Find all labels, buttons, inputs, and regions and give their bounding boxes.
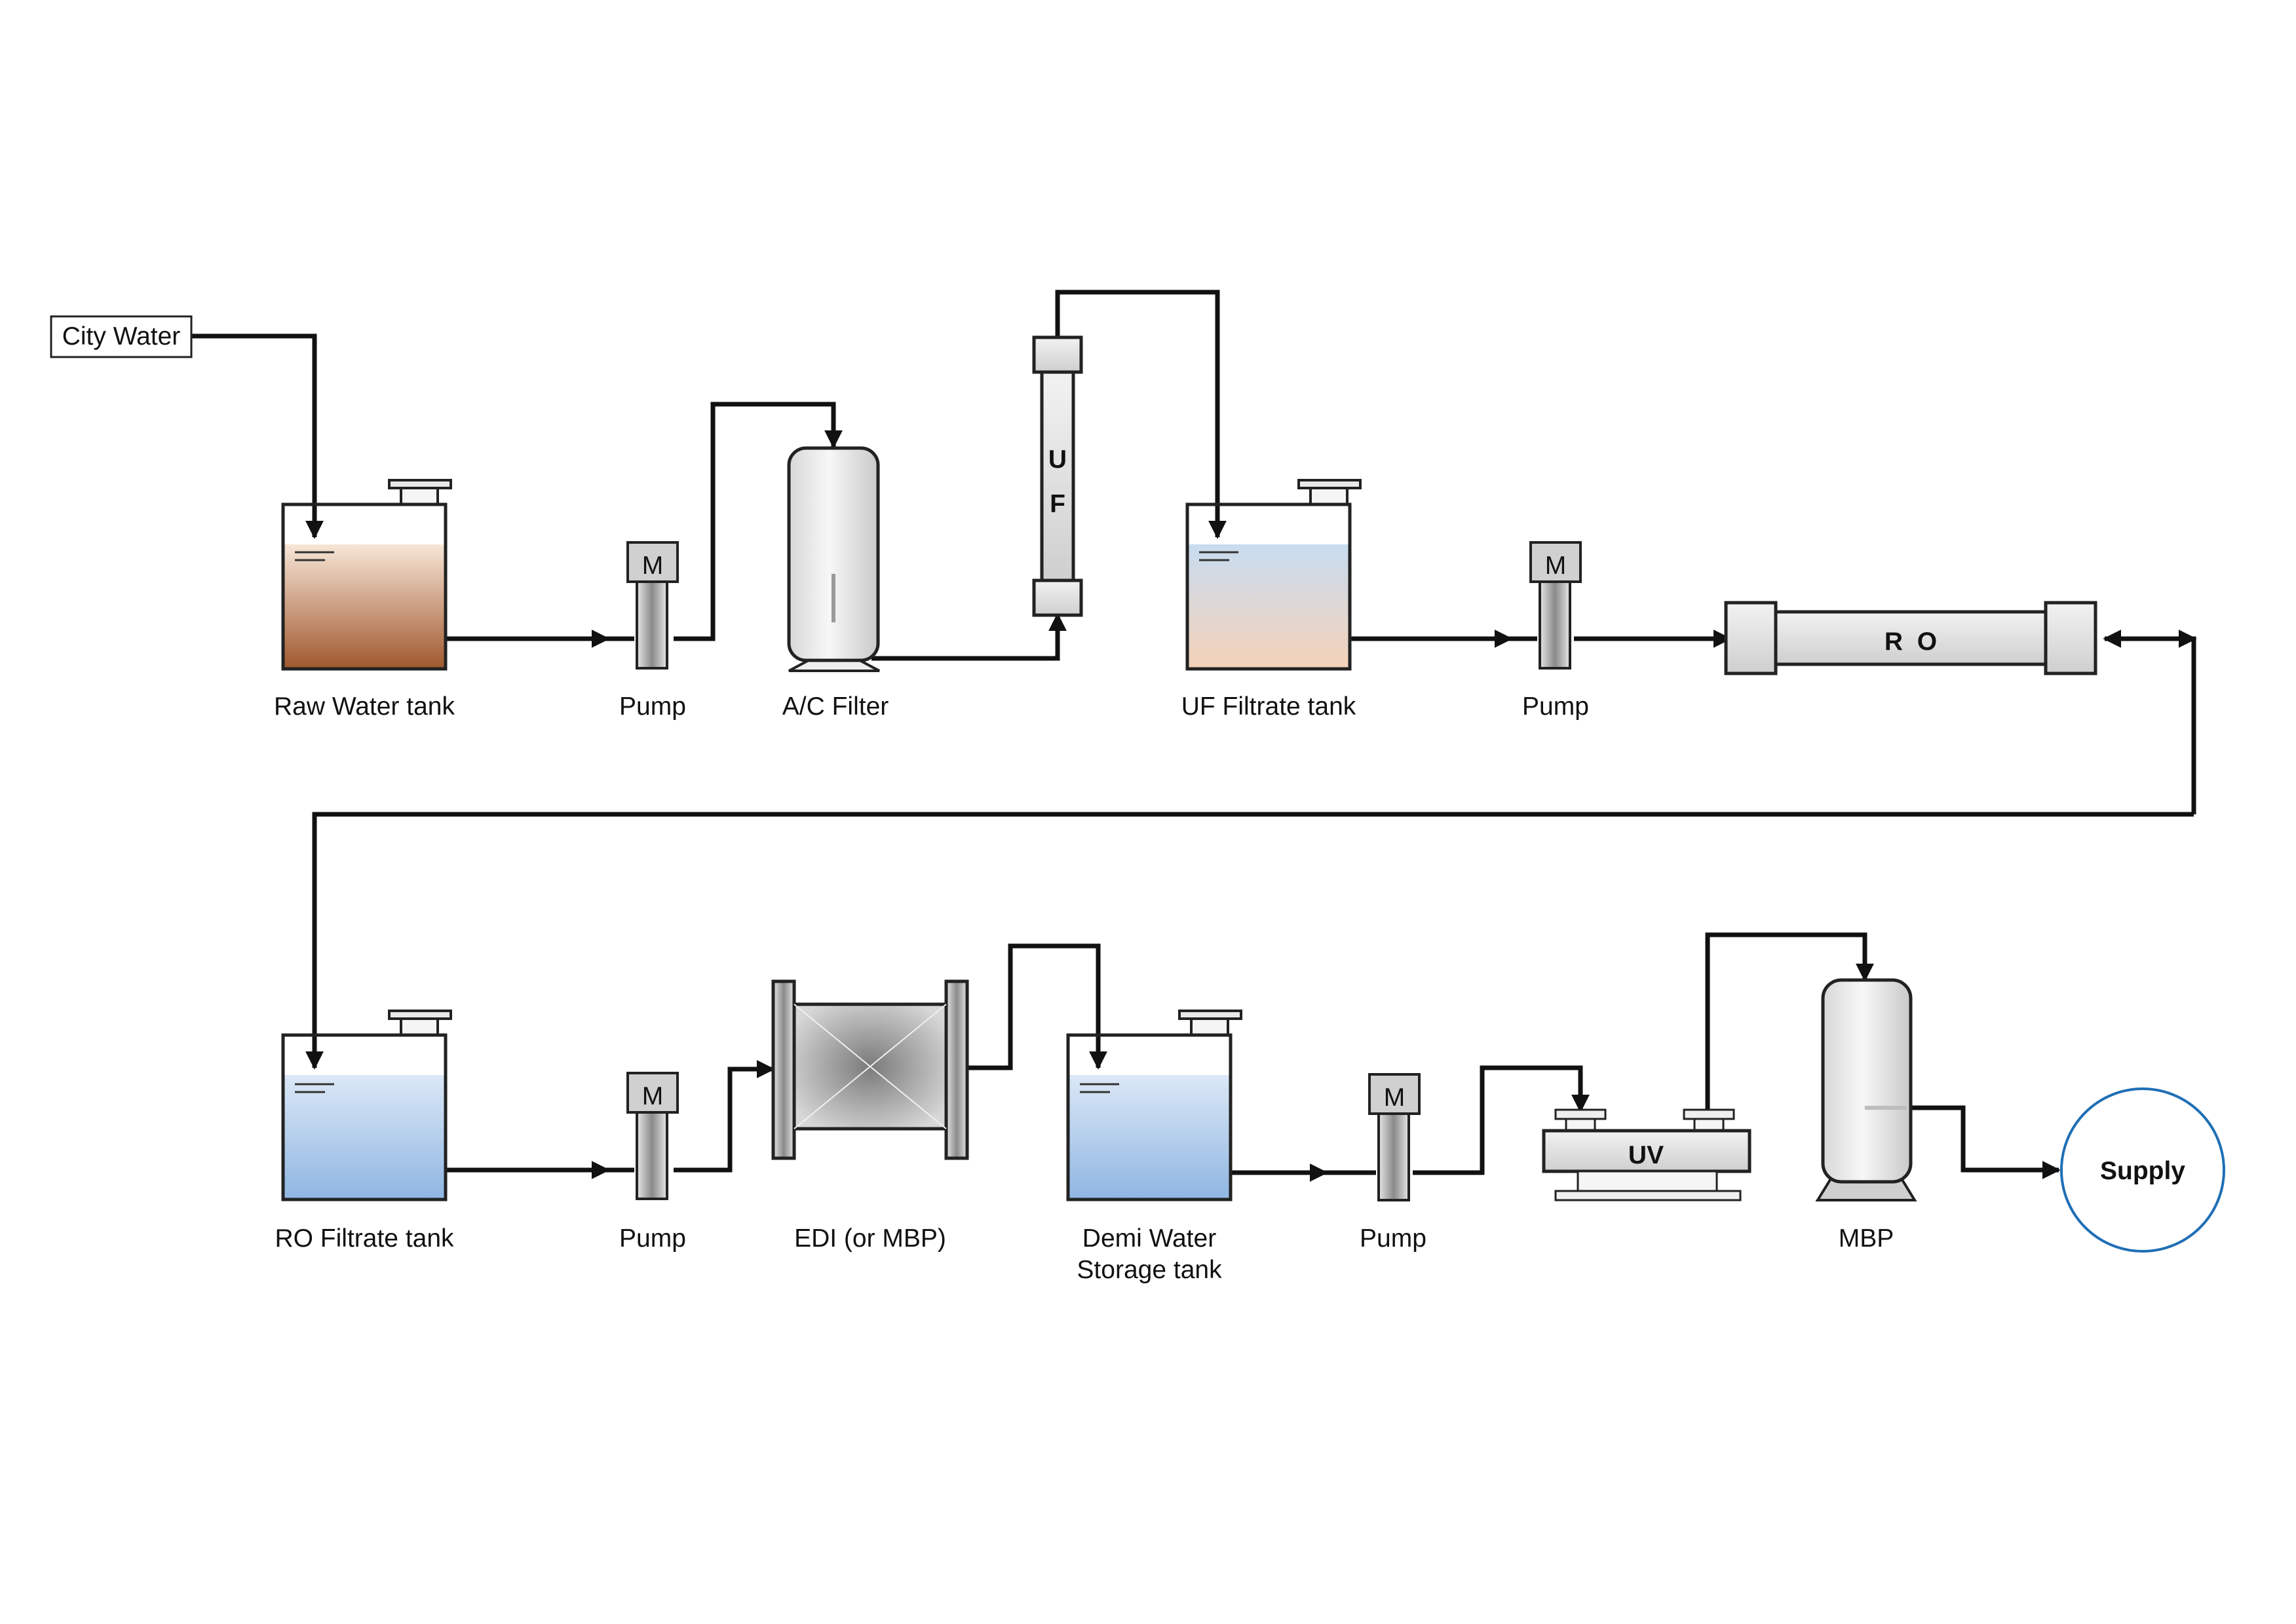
tank-body — [281, 1033, 448, 1201]
pump-3-label: Pump — [619, 1224, 686, 1253]
uf-filtrate-tank-label: UF Filtrate tank — [1181, 692, 1356, 721]
pipe-edi-to-demi-tank — [967, 943, 1107, 1070]
pipe-uv-to-mbp — [1705, 932, 1874, 1111]
ac-filter-label: A/C Filter — [782, 692, 889, 721]
uv-support — [1577, 1170, 1718, 1192]
edi-left-plate — [771, 979, 796, 1160]
ro-left-cap — [1724, 601, 1778, 675]
pipe-city-to-raw-tank — [191, 333, 324, 539]
motor-box — [1529, 541, 1582, 583]
pump-shaft — [1377, 1112, 1410, 1201]
pump-4: M Pump — [1360, 1073, 1426, 1253]
motor-letter: M — [1545, 552, 1567, 580]
uf-letter-u: U — [1048, 445, 1067, 474]
pump-shaft — [636, 580, 668, 670]
uf-tube — [1040, 370, 1075, 582]
demi-tank-label-line-2: Storage tank — [1077, 1256, 1222, 1284]
filter-vessel — [787, 446, 880, 662]
city-water-label: City Water — [62, 322, 181, 350]
ac-filter: A/C Filter — [782, 446, 889, 721]
motor-box — [1368, 1073, 1421, 1115]
motor-letter: M — [642, 1082, 664, 1110]
mbp-body — [1821, 978, 1913, 1184]
uv-inlet-flange — [1554, 1108, 1607, 1120]
tank-hatch-neck — [400, 487, 439, 506]
ro-filtrate-tank: RO Filtrate tank — [275, 1010, 454, 1253]
uf-filtrate-tank: UF Filtrate tank — [1181, 479, 1362, 721]
uv-chamber — [1542, 1129, 1751, 1173]
city-water-source: City Water — [50, 315, 193, 358]
pipe-uf-to-uf-tank — [1055, 290, 1227, 539]
edi-cross-2 — [794, 1004, 947, 1129]
tank-fill — [283, 1075, 446, 1199]
tank-body — [1185, 502, 1352, 671]
supply-label: Supply — [2100, 1157, 2185, 1185]
uf-top-cap — [1032, 335, 1083, 374]
uf-letter-f: F — [1050, 490, 1065, 518]
ro-membrane: R O — [1724, 601, 2097, 675]
demi-water-storage-tank: Demi Water Storage tank — [1066, 1010, 1242, 1284]
pump-2: M Pump — [1522, 541, 1589, 721]
tank-hatch-neck — [1309, 487, 1349, 506]
supply-endpoint: Supply — [2060, 1087, 2225, 1253]
edi-label: EDI (or MBP) — [794, 1224, 946, 1253]
city-water-box — [50, 315, 193, 358]
raw-water-tank: Raw Water tank — [274, 479, 455, 721]
pipes — [191, 290, 2196, 1182]
ro-filtrate-tank-label: RO Filtrate tank — [275, 1224, 454, 1253]
pump-shaft — [636, 1111, 668, 1200]
edi-right-plate — [944, 979, 969, 1160]
tank-fill — [1068, 1075, 1231, 1199]
uv-outlet-neck — [1693, 1118, 1725, 1132]
ro-right-cap — [2044, 601, 2097, 675]
pump-2-label: Pump — [1522, 692, 1589, 721]
uv-base-plate — [1554, 1190, 1742, 1201]
mbp-label: MBP — [1839, 1224, 1894, 1253]
motor-box — [626, 541, 679, 583]
tank-fill — [283, 544, 446, 669]
supply-circle — [2060, 1087, 2225, 1253]
uv-inlet-neck — [1565, 1118, 1596, 1132]
uv-outlet-flange — [1683, 1108, 1735, 1120]
pump-4-label: Pump — [1360, 1224, 1426, 1253]
pump-shaft — [1539, 580, 1571, 670]
tank-hatch-neck — [400, 1017, 439, 1036]
pipe-ro-to-ro-tank-main — [305, 812, 2194, 1070]
demi-tank-label-line-1: Demi Water — [1082, 1224, 1216, 1253]
tank-fill — [1187, 544, 1350, 669]
pipe-pump-4-to-uv — [1413, 1065, 1590, 1175]
motor-box — [626, 1072, 679, 1114]
tank-body — [281, 502, 448, 671]
pipe-pump-3-to-edi — [674, 1060, 775, 1173]
pump-3: M Pump — [619, 1072, 686, 1253]
raw-water-tank-label: Raw Water tank — [274, 692, 455, 721]
uf-membrane: U F — [1032, 335, 1083, 617]
edi-unit: EDI (or MBP) — [771, 979, 969, 1253]
motor-letter: M — [1384, 1084, 1406, 1112]
pipe-mbp-to-supply — [1907, 1105, 2061, 1179]
mbp-vessel: MBP — [1815, 978, 1917, 1253]
uv-label: UV — [1628, 1141, 1664, 1169]
ro-label: R O — [1885, 628, 1937, 656]
pipe-pump-1-to-ac-filter — [674, 402, 843, 641]
uf-bottom-cap — [1032, 578, 1083, 617]
tank-body — [1066, 1033, 1233, 1201]
pump-1: M Pump — [619, 541, 686, 721]
pump-1-label: Pump — [619, 692, 686, 721]
motor-letter: M — [642, 552, 664, 580]
uv-sterilizer: UV — [1542, 1108, 1751, 1201]
tank-hatch-neck — [1190, 1017, 1229, 1036]
pipe-ac-filter-to-uf — [871, 613, 1067, 661]
